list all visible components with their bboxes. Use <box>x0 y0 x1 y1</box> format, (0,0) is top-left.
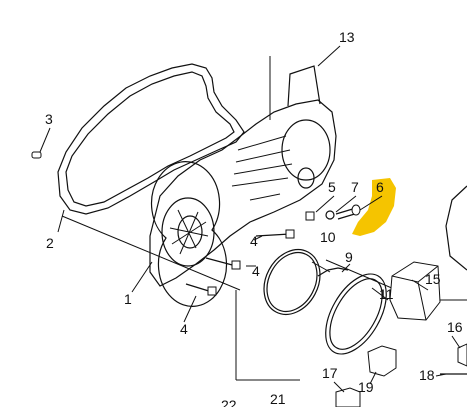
o-ring-part-10-inner <box>266 251 318 313</box>
callout-1: 1 <box>124 291 132 307</box>
cover-fan-outer <box>161 197 215 267</box>
bolt-head-4-a <box>285 229 295 239</box>
pin-part-5 <box>305 211 315 221</box>
bolt-part-4-a <box>255 233 291 237</box>
leader-13 <box>317 45 341 67</box>
callout-13: 13 <box>339 29 355 45</box>
bolt-part-4-b <box>205 257 237 267</box>
callout-3: 3 <box>45 111 53 127</box>
cover-ribs <box>231 135 293 201</box>
gasket-part-2 <box>57 63 245 215</box>
callout-9: 9 <box>345 249 353 265</box>
callout-21: 21 <box>270 391 286 407</box>
callout-4-b: 4 <box>252 263 260 279</box>
edge-component <box>445 185 467 271</box>
callout-22: 22 <box>221 397 237 407</box>
callout-11: 11 <box>379 286 394 302</box>
callout-10: 10 <box>320 229 336 245</box>
callout-7: 7 <box>351 179 359 195</box>
callout-17: 17 <box>322 365 338 381</box>
plate-part-11 <box>325 273 387 355</box>
cover-fan-blades <box>169 209 209 255</box>
part-6-highlight <box>352 178 396 236</box>
screw-head-part-6 <box>351 204 361 216</box>
washer-part-7 <box>325 210 335 220</box>
callout-5: 5 <box>328 179 336 195</box>
clip-part-9 <box>317 267 349 277</box>
block-part-17 <box>335 387 361 407</box>
cover-drive-hub <box>297 167 315 189</box>
block-part-15 <box>389 261 441 321</box>
cover-bearing-boss <box>150 161 228 307</box>
cover-fan-inner <box>177 215 203 249</box>
leader-lines <box>39 127 461 393</box>
block-part-19 <box>367 345 397 377</box>
callout-4-c: 4 <box>180 321 188 337</box>
callout-19: 19 <box>358 379 374 395</box>
gasket-inner-edge <box>65 71 235 207</box>
callout-16: 16 <box>447 319 463 335</box>
callout-18: 18 <box>419 367 435 383</box>
callout-6: 6 <box>376 179 384 195</box>
bolt-head-4-c <box>207 286 217 296</box>
plate-part-11-inner <box>329 278 383 350</box>
dowel-pin-part-3 <box>31 151 42 159</box>
breather-hose-part-13 <box>287 65 321 107</box>
bolt-head-4-b <box>231 260 241 270</box>
reference-lines <box>61 56 467 381</box>
block-part-15-top <box>391 265 439 321</box>
o-ring-part-10 <box>263 248 321 316</box>
callout-2: 2 <box>46 235 54 251</box>
crankcase-cover-part-1 <box>149 99 337 287</box>
callout-4-a: 4 <box>250 233 258 249</box>
part-16 <box>457 343 467 367</box>
cover-drive-boss <box>281 119 331 181</box>
callout-15: 15 <box>425 271 441 287</box>
